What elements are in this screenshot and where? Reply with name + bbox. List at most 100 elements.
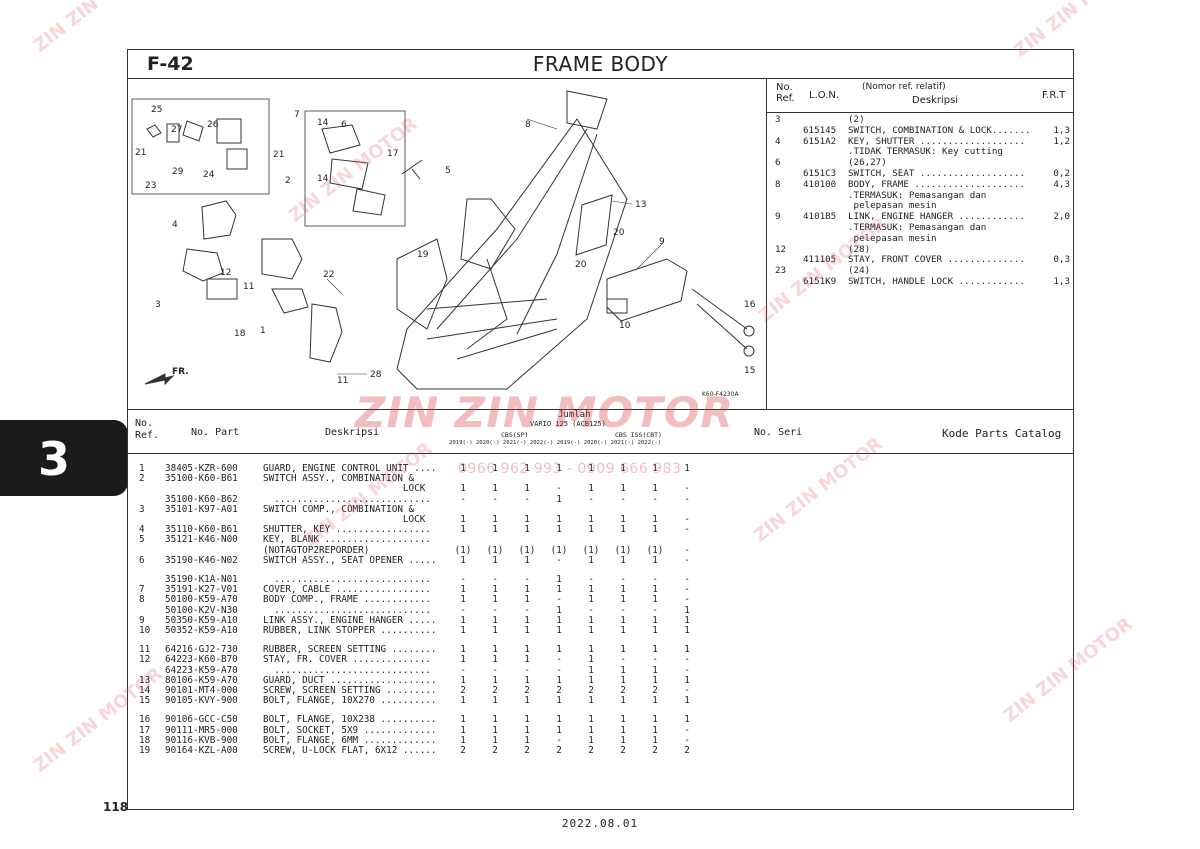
part-quantity: - [684,685,690,696]
part-quantity: - [684,594,690,606]
part-quantity: - [556,483,562,495]
part-quantity: 1 [652,695,658,707]
part-quantity: 1 [652,714,658,726]
part-quantity: 1 [652,524,658,536]
part-description: BOLT, FLANGE, 10X270 .......... [263,695,437,707]
part-quantity: - [684,654,690,666]
callout-label: 10 [619,321,631,331]
part-quantity: 1 [588,664,594,676]
ref-col-no: No. Ref. [776,82,795,104]
ref-no [775,191,803,202]
part-quantity: 2 [684,745,690,756]
part-quantity: 1 [492,724,498,736]
part-quantity: 1 [620,734,626,746]
part-quantity: - [460,604,466,616]
callout-label: 15 [744,366,755,376]
part-quantity: 1 [492,554,498,566]
part-description: SCREW, U-LOCK FLAT, 6X12 ...... [263,745,437,756]
part-quantity: 1 [588,734,594,746]
part-quantity: - [492,493,498,505]
part-ref-no: 6 [139,554,145,566]
part-quantity: 1 [684,695,690,707]
callout-label: 1 [260,326,266,336]
part-quantity: - [684,524,690,536]
part-number: 35191-K27-V01 [165,584,238,596]
part-quantity: 1 [588,614,594,626]
part-quantity: 2 [524,685,530,696]
part-quantity: 1 [620,524,626,536]
part-description: RUBBER, SCREEN SETTING ........ [263,644,437,656]
ref-lon [803,147,848,158]
ref-desc: STAY, FRONT COVER .............. [848,254,1026,266]
callout-label: 25 [151,105,162,115]
part-quantity: 1 [492,654,498,666]
part-quantity: 2 [492,685,498,696]
part-quantity: 1 [492,594,498,606]
reference-row: 3(2) [775,114,1070,126]
part-quantity: 1 [492,625,498,636]
part-quantity: 1 [556,724,562,736]
part-description: GUARD, ENGINE CONTROL UNIT .... [263,463,437,474]
ref-frt: 2,0 [1053,211,1070,223]
part-quantity: 1 [588,695,594,707]
ref-desc: .TIDAK TERMASUK: Key cutting [848,146,1003,158]
part-number: 35110-K60-B61 [165,524,238,536]
part-quantity: - [524,664,530,676]
part-description: SCREW, SCREEN SETTING ......... [263,685,437,696]
part-quantity: 2 [652,745,658,756]
part-ref-no: 10 [139,625,151,636]
part-quantity: 1 [620,664,626,676]
part-number: 64223-K60-B70 [165,654,238,666]
callout-label: 14 [317,174,329,184]
ref-frt: 0,2 [1053,167,1070,179]
ref-desc: .TERMASUK: Pemasangan dan [848,221,987,233]
part-quantity: 1 [460,594,466,606]
ref-desc: KEY, SHUTTER ................... [848,135,1026,147]
part-description: COVER, CABLE ................. [263,584,431,596]
part-quantity: - [684,574,690,585]
part-quantity: 1 [492,614,498,626]
part-quantity: - [620,604,626,616]
ref-no [775,223,803,234]
part-quantity: 1 [492,674,498,686]
part-description: RUBBER, LINK STOPPER .......... [263,625,437,636]
part-quantity: 1 [524,724,530,736]
part-quantity: 2 [588,745,594,756]
part-number: 90106-GCC-C50 [165,714,238,726]
callout-label: 14 [317,118,329,128]
part-quantity: 1 [460,514,466,525]
col-group-cbs-sp: CBS(SP) [501,431,529,439]
part-description: GUARD, DUCT ................... [263,674,437,686]
callout-label: 19 [417,250,429,260]
ref-desc: pelepasan mesin [848,232,937,244]
part-quantity: 1 [460,724,466,736]
part-quantity: 1 [620,644,626,656]
part-ref-no: 1 [139,463,145,474]
part-quantity: 2 [460,745,466,756]
col-jumlah: Jumlah [558,410,591,420]
part-quantity: (1) [646,544,664,556]
callout-label: 11 [243,282,254,292]
figure-code: K60-F4230A [702,391,739,398]
part-quantity: 1 [652,724,658,736]
ref-frt: 4,3 [1053,178,1070,190]
part-quantity: 1 [684,614,690,626]
part-quantity: - [684,483,690,495]
part-quantity: - [588,604,594,616]
part-quantity: 1 [524,625,530,636]
chapter-tab: 3 [0,420,128,496]
ref-desc: LINK, ENGINE HANGER ............ [848,211,1026,223]
ref-desc: (2) [848,114,865,125]
reference-row: .TIDAK TERMASUK: Key cutting [775,147,1070,158]
part-number: 35100-K60-B61 [165,473,238,485]
frame-diagram-svg: 25 26 27 21 29 24 23 7 21 2 14 6 17 14 5… [131,90,756,398]
ref-desc: (26,27) [848,157,887,169]
part-quantity: 1 [620,594,626,606]
part-description: (NOTAGTOP2REPORDER) [263,544,370,556]
part-quantity: 1 [652,594,658,606]
part-quantity: (1) [550,544,568,556]
part-quantity: - [524,574,530,585]
part-number: 50350-K59-A10 [165,614,238,626]
front-direction-label: FR. [172,367,189,377]
callout-label: 27 [171,125,182,135]
